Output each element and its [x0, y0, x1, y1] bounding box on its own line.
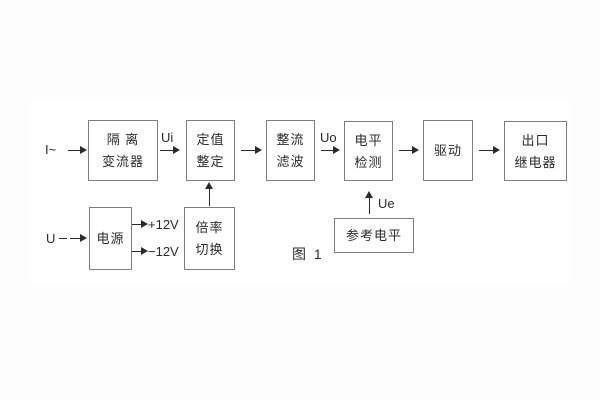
line-u-input-dash [59, 238, 67, 239]
block-label: 检测 [354, 154, 383, 170]
arrow-level-to-drive [399, 146, 419, 155]
block-label: 电源 [96, 231, 125, 246]
block-label: 滤波 [276, 154, 305, 169]
signal-label-ue: Ue [378, 196, 395, 211]
arrow-rectify-to-level [321, 146, 340, 155]
arrow-ratio-to-setting [205, 182, 214, 206]
block-isolation-transformer: 隔 离 变流器 [88, 120, 158, 181]
arrow-drive-to-relay [479, 146, 500, 155]
block-output-relay: 出口 继电器 [504, 121, 567, 181]
signal-label-plus12v: +12V [148, 217, 179, 232]
block-label: 继电器 [514, 154, 557, 170]
block-power-supply: 电源 [89, 207, 132, 270]
arrow-reference-to-level [365, 191, 374, 214]
block-label: 电平 [354, 132, 383, 148]
block-label: 参考电平 [345, 228, 402, 243]
block-label: 整定 [196, 154, 225, 169]
block-drive: 驱动 [423, 120, 473, 181]
arrow-input-to-isolation [68, 146, 87, 155]
block-setting-adjust: 定值 整定 [186, 120, 235, 181]
signal-label-ui: Ui [161, 130, 174, 145]
block-level-detect: 电平 检测 [344, 121, 393, 181]
block-label: 变流器 [101, 154, 144, 169]
arrow-setting-to-rectify [241, 146, 262, 155]
block-rectify-filter: 整流 滤波 [266, 120, 315, 181]
block-label: 倍率 [195, 220, 224, 235]
block-label: 整流 [276, 132, 305, 147]
arrow-power-plus12v [132, 220, 148, 229]
block-label: 定值 [196, 132, 225, 147]
arrow-isolation-to-setting [160, 146, 180, 155]
figure-caption: 图 1 [292, 246, 324, 262]
block-label: 驱动 [433, 143, 462, 158]
signal-label-minus12v: −12V [148, 244, 179, 259]
arrow-power-minus12v [132, 247, 148, 256]
block-reference-level: 参考电平 [334, 218, 414, 253]
block-label: 隔 离 [106, 132, 140, 147]
block-ratio-switch: 倍率 切换 [184, 207, 235, 270]
signal-label-uo: Uo [320, 130, 337, 145]
signal-label-input-current: I~ [45, 142, 57, 157]
block-label: 切换 [195, 242, 224, 257]
block-label: 出口 [521, 132, 550, 148]
signal-label-input-voltage: U [46, 231, 56, 246]
arrow-u-to-power [70, 234, 87, 243]
